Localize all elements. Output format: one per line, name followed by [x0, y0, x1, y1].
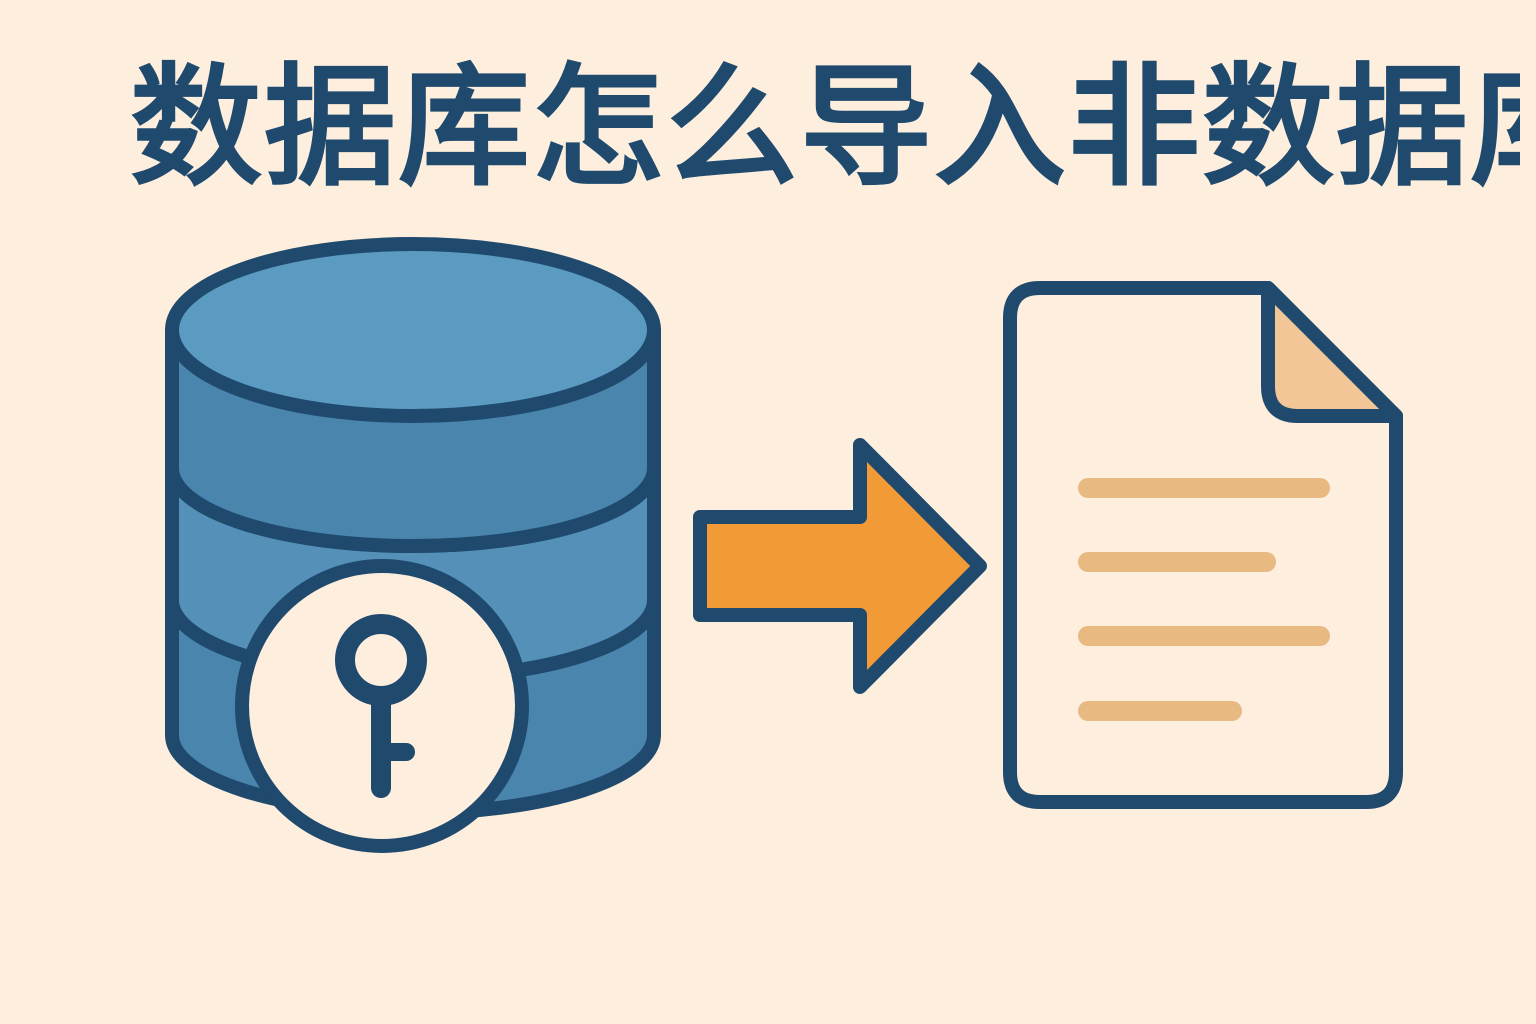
database-top [165, 237, 661, 423]
document-fold [1261, 281, 1403, 423]
arrow-right-icon [693, 438, 987, 694]
key-icon [335, 614, 427, 798]
key-badge [235, 559, 529, 853]
page-title: 数据库怎么导入非数据库 [130, 58, 1520, 198]
document-icon [1003, 281, 1403, 809]
